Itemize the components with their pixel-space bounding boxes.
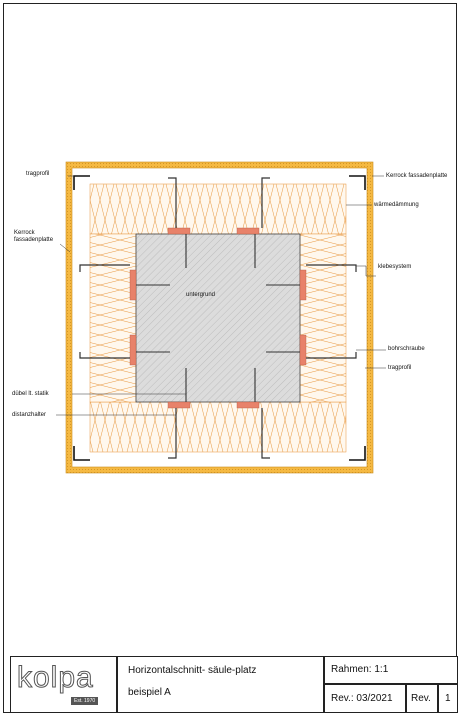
leader-lines	[56, 175, 386, 416]
label-untergrund: untergrund	[186, 292, 216, 298]
label-kerrock-right: Kerrock fassadenplatte	[386, 173, 448, 179]
logo: kolpa	[17, 661, 94, 694]
label-tragprofil-top: tragprofil	[26, 171, 50, 177]
concrete-column	[135, 233, 301, 403]
logo-cell: kolpa Est. 1970	[10, 656, 117, 713]
label-kerrock-left: Kerrock fassadenplatte	[14, 230, 54, 243]
label-klebesystem: klebesystem	[378, 264, 412, 270]
distance-holders	[79, 177, 357, 459]
label-tragprofil-right: tragprofil	[388, 365, 412, 371]
logo-sub: Est. 1970	[71, 697, 99, 705]
label-distanzhalter: distanzhalter	[12, 412, 47, 418]
drawing-title-line2: beispiel A	[128, 687, 171, 698]
title-cell: Horizontalschnitt- säule-platz beispiel …	[117, 656, 324, 713]
rev-number: 1	[445, 693, 451, 704]
rev-date-cell: Rev.: 03/2021	[324, 684, 406, 713]
drawing-title-line1: Horizontalschnitt- säule-platz	[128, 665, 257, 676]
label-duebel: dübel lt. statik	[12, 391, 49, 397]
rev-label: Rev.	[411, 693, 431, 704]
rev-date-label: Rev.: 03/2021	[331, 693, 393, 704]
anchor-bolts	[136, 234, 300, 402]
insulation-layer	[89, 183, 347, 453]
rev-label-cell: Rev.	[406, 684, 438, 713]
scale-label: Rahmen: 1:1	[331, 664, 389, 675]
label-waermedaemmung: wärmedämmung	[374, 202, 419, 208]
label-bohrschraube: bohrschraube	[388, 346, 425, 352]
scale-cell: Rahmen: 1:1	[324, 656, 458, 684]
rev-number-cell: 1	[438, 684, 458, 713]
